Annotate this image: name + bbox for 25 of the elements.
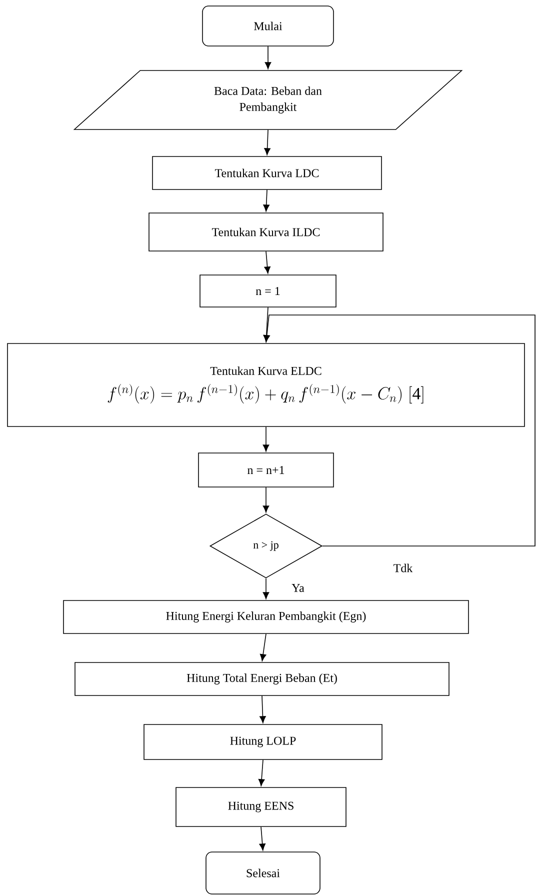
- process-box: Hitung EENS: [176, 787, 346, 827]
- process-box: Hitung LOLP: [144, 724, 382, 760]
- arrow: [264, 251, 270, 274]
- process-box: n = 1: [200, 274, 336, 308]
- edge-label: Ya: [290, 583, 306, 593]
- arrow: [260, 696, 266, 724]
- arrow: [260, 634, 266, 662]
- process-box: Tentukan Kurva ELDC $f^{(n)}(x)=p_n\,f^{(n-1)}(x)+q_n\,f^{(n-1)}(x-C_n)\;\mathrm{[4]}$: [7, 343, 525, 427]
- process-box: Tentukan Kurva ILDC: [148, 212, 384, 252]
- process-box: Hitung Energi Keluran Pembangkit (Egn): [63, 600, 469, 634]
- terminal-box: Selesai: [206, 852, 320, 894]
- arrow: [264, 130, 270, 156]
- process-box: n = n+1: [198, 452, 334, 488]
- arrow: [258, 760, 265, 786]
- terminal-box: Mulai: [202, 6, 334, 46]
- process-box: Hitung Total Energi Beban (Et): [74, 662, 450, 696]
- arrow: [262, 487, 270, 513]
- arrow: [262, 578, 270, 600]
- edge-label: Tdk: [392, 562, 414, 574]
- process-box: Tentukan Kurva LDC: [152, 156, 382, 190]
- arrow: [262, 426, 270, 452]
- arrow: [259, 826, 266, 851]
- arrow: [264, 46, 272, 70]
- arrow: [264, 314, 536, 546]
- arrow: [263, 190, 270, 212]
